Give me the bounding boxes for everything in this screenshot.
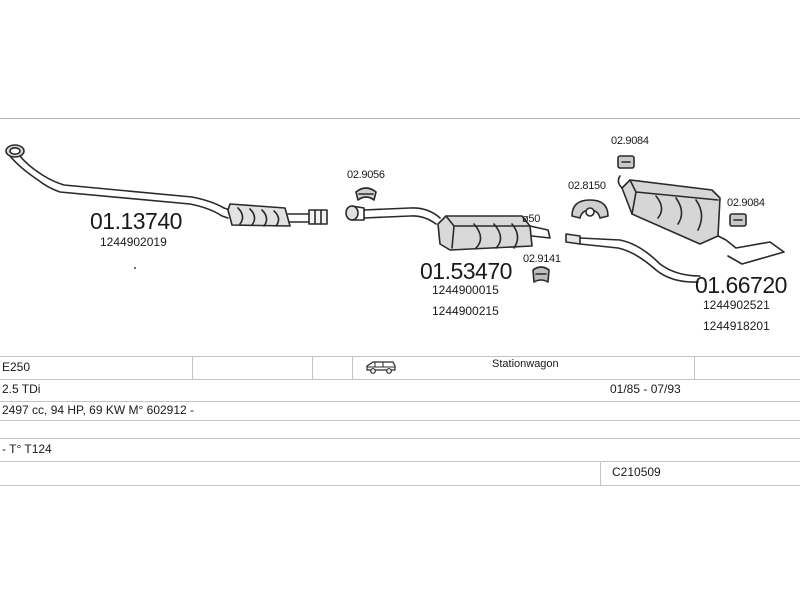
clamp-drawing-02-9056	[355, 187, 377, 201]
oem-number-middle-silencer-2: 1244900215	[432, 304, 499, 318]
middle-silencer-drawing	[345, 205, 551, 251]
clamp-label-02-9056: 02.9056	[347, 169, 385, 181]
info-row-spec: 2497 cc, 94 HP, 69 KW M° 602912 -	[0, 402, 800, 421]
oem-number-rear-silencer-1: 1244902521	[703, 298, 770, 312]
production-years: 01/85 - 07/93	[610, 382, 681, 396]
type-code: - T° T124	[2, 442, 52, 456]
vehicle-info-table: E250 Stationwagon 2.5 TDi 01/85 - 07/93 …	[0, 356, 800, 486]
rear-silencer-drawing	[565, 175, 785, 283]
clamp-label-02-9141: 02.9141	[523, 253, 561, 265]
oem-number-front-pipe: 1244902019	[100, 235, 167, 249]
front-pipe-drawing	[5, 144, 328, 227]
catalog-code: C210509	[612, 465, 661, 479]
hanger-label-02-8150: 02.8150	[568, 180, 606, 192]
hanger-label-02-9084-right: 02.9084	[727, 197, 765, 209]
exhaust-diagram: 01.13740 1244902019 01.53470 1244900015 …	[0, 118, 800, 356]
hanger-drawing-02-9084-top	[617, 155, 635, 169]
info-row-catalog: C210509	[0, 462, 800, 486]
diameter-label: ø50	[522, 213, 541, 225]
model-name: E250	[2, 360, 31, 374]
hanger-label-02-9084-top: 02.9084	[611, 135, 649, 147]
part-number-middle-silencer: 01.53470	[420, 258, 512, 284]
top-rule	[0, 118, 800, 119]
info-row-type: - T° T124	[0, 439, 800, 462]
clamp-drawing-02-9141	[532, 266, 550, 283]
part-number-front-pipe: 01.13740	[90, 208, 182, 234]
exhaust-drawing	[5, 144, 785, 283]
station-wagon-icon	[365, 360, 397, 379]
part-number-rear-silencer: 01.66720	[695, 272, 787, 298]
engine: 2.5 TDi	[2, 382, 41, 396]
info-row-model: E250 Stationwagon	[0, 356, 800, 380]
oem-number-middle-silencer-1: 1244900015	[432, 283, 499, 297]
body-type: Stationwagon	[492, 358, 559, 370]
info-row-blank	[0, 421, 800, 439]
engine-spec: 2497 cc, 94 HP, 69 KW M° 602912 -	[2, 403, 195, 417]
info-row-engine: 2.5 TDi 01/85 - 07/93	[0, 379, 800, 402]
hanger-drawing-02-8150	[571, 199, 609, 219]
oem-number-rear-silencer-2: 1244918201	[703, 319, 770, 333]
hanger-drawing-02-9084-right	[729, 213, 747, 227]
